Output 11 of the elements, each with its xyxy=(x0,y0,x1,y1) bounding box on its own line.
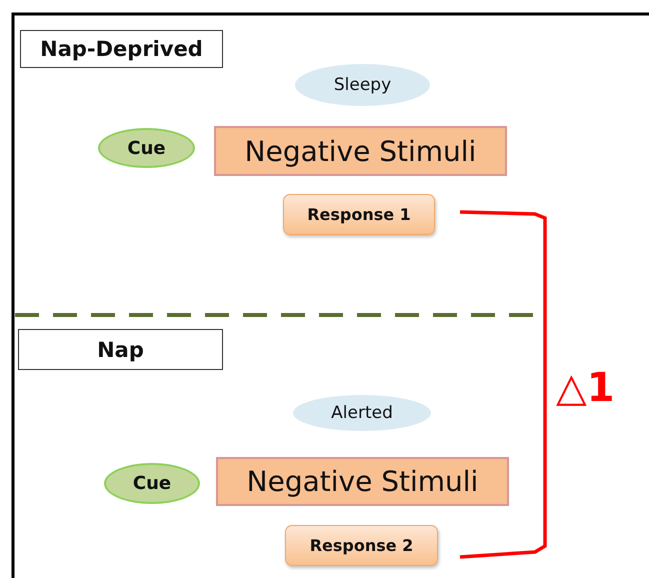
stimulus-box: Negative Stimuli xyxy=(216,457,509,506)
cue-ellipse: Cue xyxy=(104,463,200,504)
response-box: Response 1 xyxy=(283,194,435,235)
state-ellipse: Alerted xyxy=(293,395,431,431)
response-box: Response 2 xyxy=(285,525,438,566)
delta-label: △1 xyxy=(556,368,615,408)
condition-label-box: Nap-Deprived xyxy=(20,30,223,68)
cue-ellipse: Cue xyxy=(98,128,195,168)
stimulus-box: Negative Stimuli xyxy=(214,126,507,176)
condition-label-box: Nap xyxy=(18,329,223,370)
state-ellipse: Sleepy xyxy=(295,64,430,106)
